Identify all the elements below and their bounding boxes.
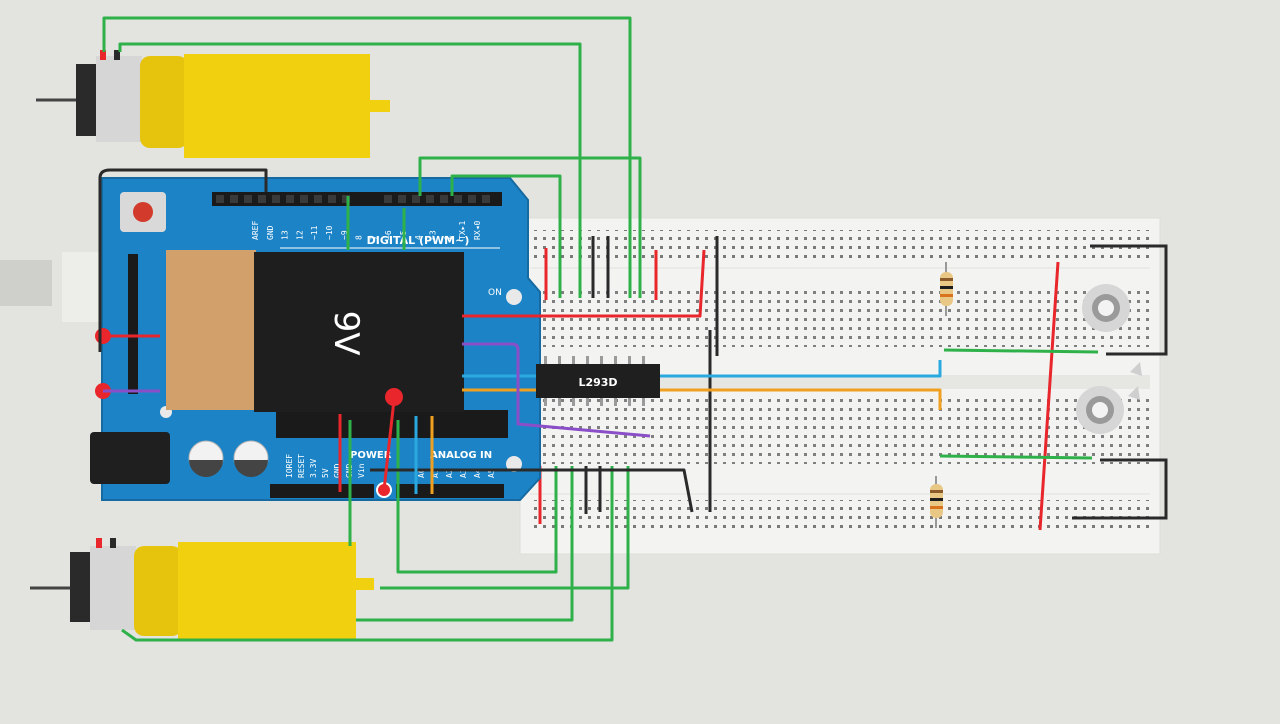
pin-label: 3.3V — [309, 459, 318, 478]
power-jack — [90, 432, 170, 484]
pin-label: TX▸1 — [458, 221, 467, 240]
battery-9v[interactable]: 9V — [95, 250, 464, 498]
pin-label: GND — [333, 463, 342, 478]
sensor-bottom[interactable] — [1072, 362, 1168, 520]
battery-lead-node — [385, 388, 403, 406]
wire-green[interactable] — [450, 174, 562, 298]
wire-black[interactable] — [98, 168, 268, 352]
analog-header — [396, 484, 504, 498]
power-header-label: POWER — [350, 450, 392, 461]
pin-label: ~6 — [384, 230, 393, 240]
on-led-label: ON — [488, 288, 502, 298]
pin-label: AREF — [251, 221, 260, 240]
pin-label: 4 — [414, 235, 423, 240]
pin-label: ~3 — [429, 230, 438, 240]
battery-body — [254, 252, 464, 412]
driver-label: L293D — [578, 376, 617, 389]
battery-terminal — [166, 250, 256, 410]
analog-pin-labels: A0 A1 A2 A3 A4 A5 — [417, 468, 496, 478]
breadboard[interactable] — [519, 217, 1161, 555]
motor-top[interactable] — [36, 50, 390, 158]
wire-red[interactable] — [462, 249, 706, 318]
wire-green[interactable] — [118, 42, 582, 298]
digital-header-label: DIGITAL (PWM~) — [367, 234, 470, 247]
mount-hole — [506, 456, 522, 472]
pin-label: IOREF — [285, 454, 294, 478]
mount-hole — [506, 289, 522, 305]
resistor-bottom[interactable] — [930, 476, 943, 528]
pin-label: A2 — [445, 468, 454, 478]
motor-bottom[interactable] — [30, 538, 374, 640]
pin-label: GND — [266, 225, 275, 240]
pin-label: 13 — [281, 230, 290, 240]
wire-green[interactable] — [356, 466, 574, 622]
power-header — [270, 484, 374, 498]
wire-black[interactable] — [370, 468, 694, 513]
pin-label: A5 — [487, 468, 496, 478]
battery-label: 9V — [326, 311, 366, 356]
wire-green[interactable] — [380, 466, 630, 590]
wire-green[interactable] — [396, 420, 558, 574]
pin-label: A4 — [473, 468, 482, 478]
pin-label: ~10 — [325, 225, 334, 240]
usb-connector — [128, 254, 138, 394]
resistor-top[interactable] — [940, 262, 953, 316]
pin-label: A1 — [431, 468, 440, 478]
wire-green[interactable] — [418, 156, 642, 298]
pin-label: RESET — [297, 454, 306, 478]
analog-header-label: ANALOG IN — [430, 450, 492, 461]
pin-label: RX◂0 — [473, 221, 482, 240]
side-panel-tab[interactable] — [0, 260, 52, 306]
side-panel-handle — [62, 252, 102, 322]
pin-label: Vin — [357, 463, 366, 478]
pin-label: ~11 — [310, 225, 319, 240]
pin-label: A3 — [459, 468, 468, 478]
wires — [98, 16, 942, 642]
pin-label: 5V — [321, 468, 330, 478]
l293d-driver[interactable]: L293D — [536, 356, 660, 406]
sensor-top[interactable] — [1082, 244, 1168, 356]
pin-label: 12 — [295, 230, 304, 240]
wire-green[interactable] — [121, 466, 614, 642]
pin-label: 2 — [443, 235, 452, 240]
pin-label: 7 — [369, 235, 378, 240]
pin-label: A0 — [417, 468, 426, 478]
pin-label: 8 — [355, 235, 364, 240]
wire-purple[interactable] — [462, 342, 651, 438]
pin-label: ~9 — [340, 230, 349, 240]
